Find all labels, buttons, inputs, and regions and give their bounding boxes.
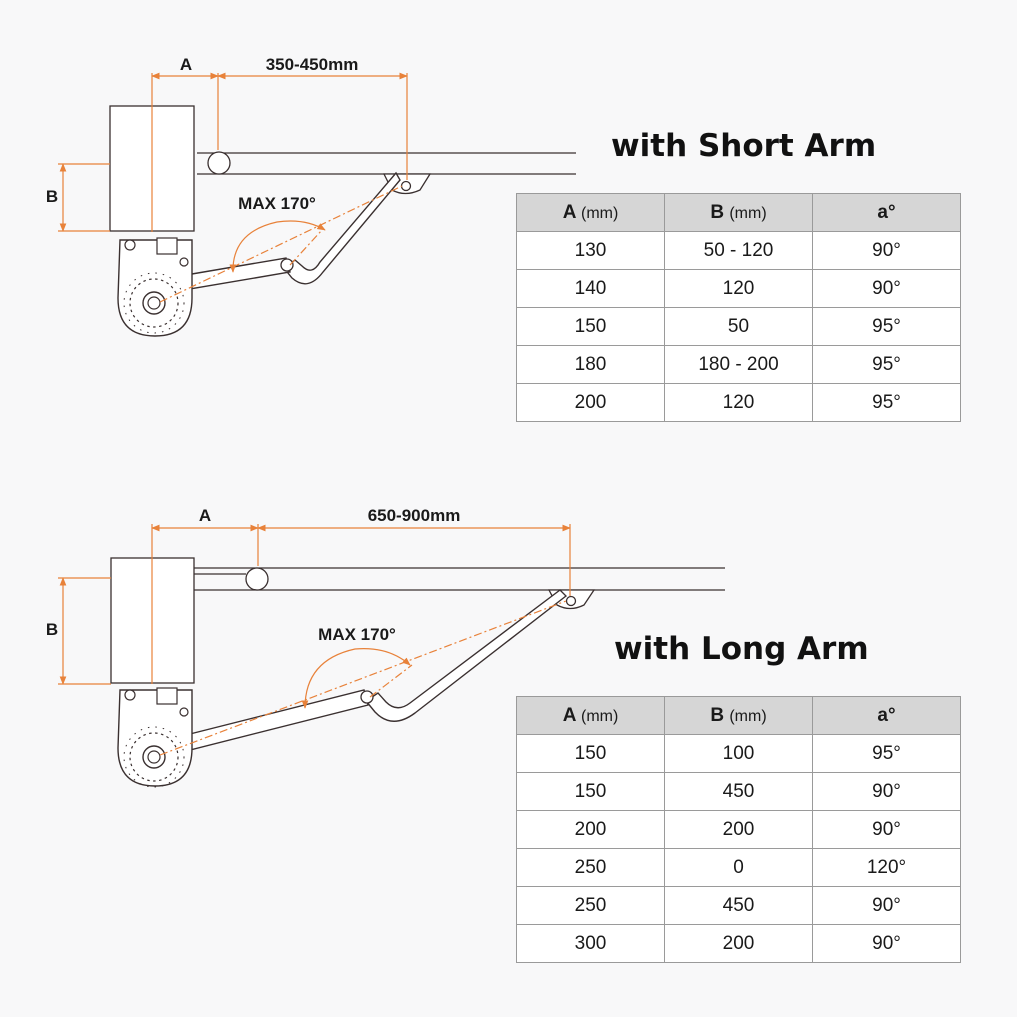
short-arm-diagram: A 350-450mm B MAX 170°: [46, 55, 576, 337]
motor-unit: [117, 687, 193, 788]
cell-b: 180 - 200: [664, 345, 813, 384]
long-arm-title: with Long Arm: [614, 631, 869, 667]
cell-angle: 95°: [812, 383, 961, 422]
cell-b: 450: [664, 886, 813, 925]
cell-angle: 90°: [812, 924, 961, 963]
cell-angle: 90°: [812, 886, 961, 925]
short-dim-b-label: B: [46, 187, 58, 206]
short-angle-label: MAX 170°: [238, 194, 316, 213]
gate-beam: [197, 152, 576, 175]
cell-a: 200: [516, 383, 665, 422]
hinge-pivot: [207, 151, 231, 175]
cell-angle: 90°: [812, 810, 961, 849]
long-dim-b-label: B: [46, 620, 58, 639]
straight-arm: [185, 689, 369, 751]
cell-b: 120: [664, 383, 813, 422]
cell-angle: 95°: [812, 307, 961, 346]
cell-b: 0: [664, 848, 813, 887]
column-header-b: B (mm): [664, 696, 813, 735]
bracket-pin: [565, 595, 577, 607]
long-dim-span-label: 650-900mm: [368, 506, 461, 525]
cell-b: 450: [664, 772, 813, 811]
long-angle-label: MAX 170°: [318, 625, 396, 644]
cell-angle: 120°: [812, 848, 961, 887]
curved-arm: [282, 171, 401, 285]
cell-a: 150: [516, 307, 665, 346]
elbow-joint: [360, 690, 374, 704]
short-dim-a-label: A: [180, 55, 192, 74]
motor-unit: [117, 237, 193, 337]
cell-a: 140: [516, 269, 665, 308]
column-header-angle: a°: [812, 696, 961, 735]
cell-b: 200: [664, 810, 813, 849]
cell-angle: 90°: [812, 772, 961, 811]
cell-angle: 95°: [812, 734, 961, 773]
column-header-angle: a°: [812, 193, 961, 232]
cell-a: 250: [516, 848, 665, 887]
column-header-a: A (mm): [516, 193, 665, 232]
cell-angle: 90°: [812, 231, 961, 270]
long-dim-a-label: A: [199, 506, 211, 525]
short-arm-title: with Short Arm: [611, 128, 877, 164]
cell-b: 100: [664, 734, 813, 773]
long-arm-diagram: A 650-900mm B MAX 170°: [46, 506, 725, 788]
short-dim-span-label: 350-450mm: [266, 55, 359, 74]
column-header-b: B (mm): [664, 193, 813, 232]
gate-beam: [194, 567, 725, 591]
bracket-pin: [400, 180, 412, 192]
cell-a: 130: [516, 231, 665, 270]
cell-a: 150: [516, 734, 665, 773]
cell-b: 50 - 120: [664, 231, 813, 270]
cell-a: 250: [516, 886, 665, 925]
hinge-pivot: [245, 567, 269, 591]
cell-a: 300: [516, 924, 665, 963]
long-dimension-lines: [58, 524, 571, 756]
column-header-a: A (mm): [516, 696, 665, 735]
cell-b: 50: [664, 307, 813, 346]
cell-angle: 95°: [812, 345, 961, 384]
cell-a: 150: [516, 772, 665, 811]
short-dimension-lines: [58, 72, 408, 303]
table-header-row: A (mm) B (mm) a°: [516, 193, 961, 232]
straight-arm: [185, 257, 291, 290]
cell-angle: 90°: [812, 269, 961, 308]
cell-b: 200: [664, 924, 813, 963]
cell-a: 200: [516, 810, 665, 849]
cell-a: 180: [516, 345, 665, 384]
cell-b: 120: [664, 269, 813, 308]
table-header-row: A (mm) B (mm) a°: [516, 696, 961, 735]
elbow-joint: [280, 258, 294, 272]
